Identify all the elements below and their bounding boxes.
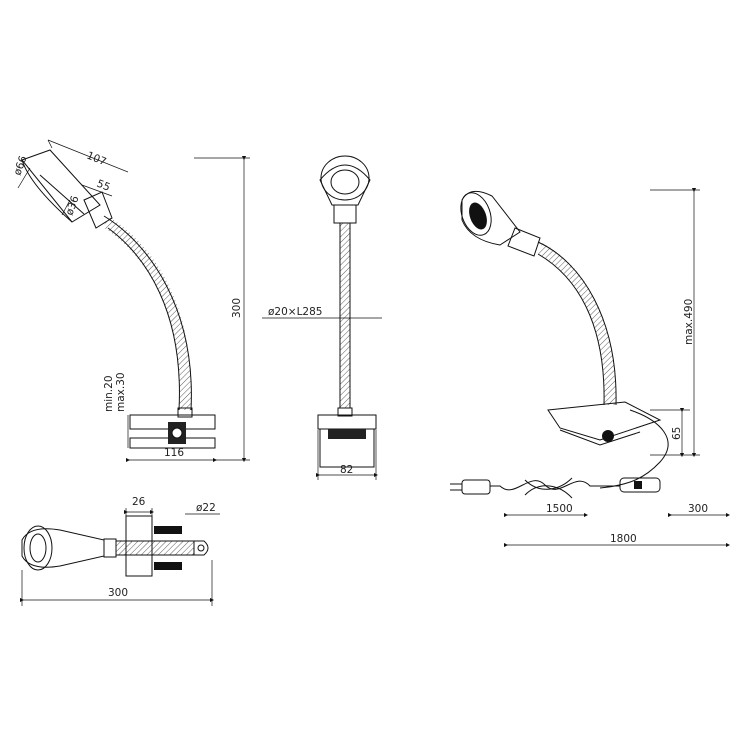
perspective-view: max.490 65 1500 300 1800 [450,187,731,548]
front-view: ø20×L285 82 [262,155,382,480]
persp-switch-cable-label: 300 [688,503,708,515]
top-clamp [125,515,153,577]
persp-gooseneck [537,243,616,406]
side-gooseneck [102,216,192,411]
front-arm-label: ø20×L285 [268,306,322,318]
front-base-width-label: 82 [340,464,353,476]
persp-clamp [547,401,662,441]
persp-cable [599,409,669,489]
persp-total-length-label: 1800 [610,533,637,545]
top-arm-diameter-label: ø22 [196,502,216,514]
top-length-label: 300 [108,587,128,599]
front-gooseneck [339,222,351,409]
front-socket [333,204,357,224]
side-base-width-label: 116 [164,447,184,459]
persp-cable-length-label: 1500 [546,503,573,515]
top-view: 26 ø22 300 [19,496,220,606]
persp-socket [507,227,541,257]
persp-switch [619,477,661,493]
side-view: 107 55 ø66 ø36 300 min.20 max.30 116 [12,139,250,463]
top-socket [103,538,117,558]
top-gooseneck [115,540,195,556]
top-shade [21,528,105,568]
front-shade [319,164,371,206]
side-height-label: 300 [231,298,243,318]
persp-clamp-height-label: 65 [671,427,683,440]
side-clamp-max-label: max.30 [115,372,127,412]
side-shade [21,149,101,223]
persp-height-label: max.490 [683,299,695,345]
side-shade-length-label: 107 [85,150,108,169]
side-clamp-min-label: min.20 [103,376,115,413]
persp-plug [461,479,491,495]
front-clamp-top [317,414,377,430]
top-clamp-width-label: 26 [132,496,146,508]
side-neck-diameter-label: ø36 [64,194,82,217]
side-neck-length-label: 55 [95,178,112,194]
side-socket [83,191,113,229]
